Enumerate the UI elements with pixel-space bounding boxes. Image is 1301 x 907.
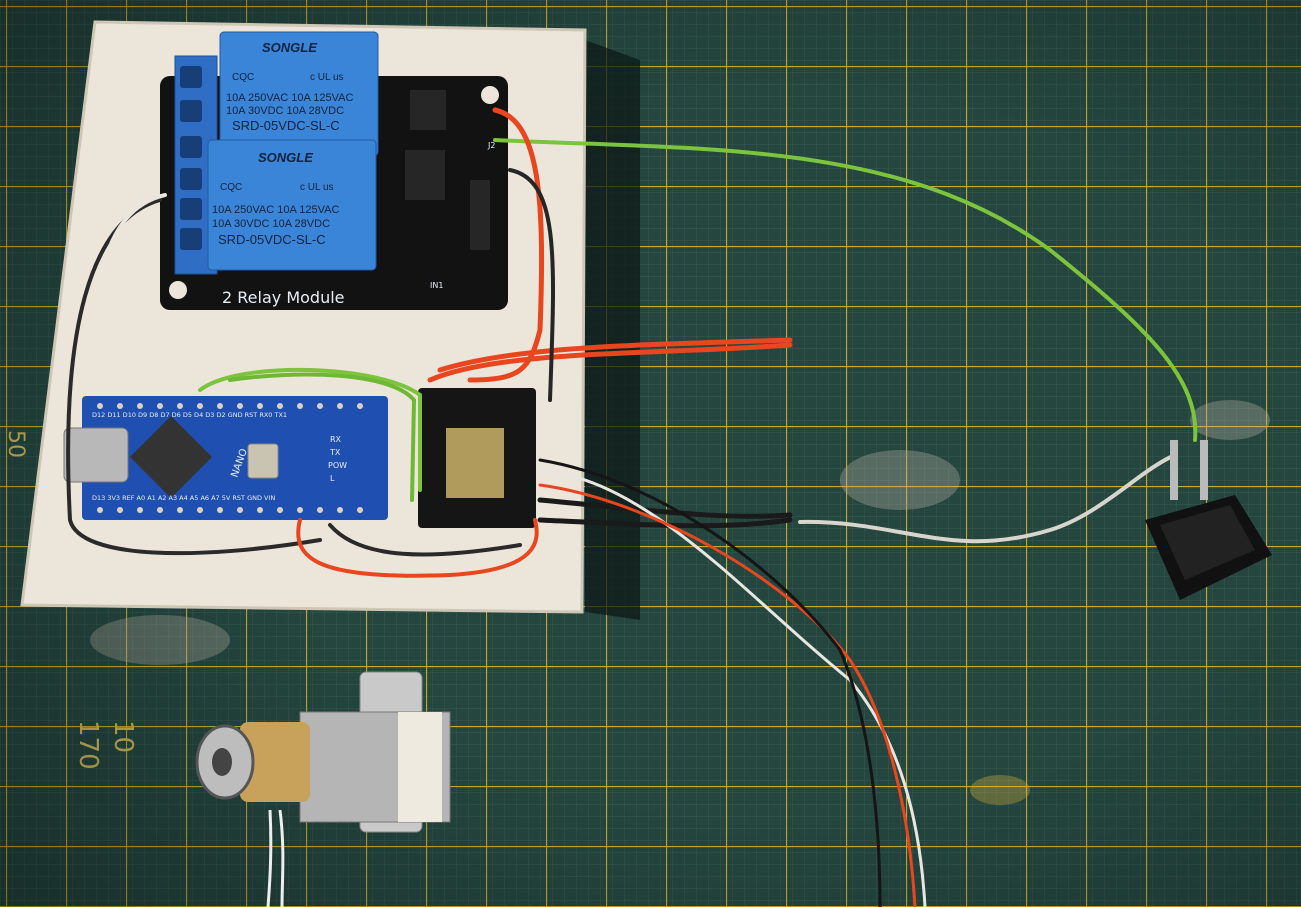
black-wire bbox=[538, 458, 882, 907]
relay-board-label: 2 Relay Module bbox=[222, 288, 345, 307]
red-wire bbox=[538, 483, 917, 907]
red-wire bbox=[427, 342, 793, 383]
white-wire bbox=[538, 468, 927, 907]
relay-cert: CQC bbox=[220, 182, 242, 193]
black-wire-bundle bbox=[537, 517, 793, 529]
relay-brand: SONGLE bbox=[262, 40, 317, 55]
relay-rating: 10A 250VAC 10A 125VAC bbox=[212, 204, 339, 216]
relay-top: SONGLE CQC c UL us 10A 250VAC 10A 125VAC… bbox=[219, 31, 379, 157]
connector-label: J2 bbox=[487, 141, 495, 150]
white-wire bbox=[798, 453, 1177, 544]
relay-cert: c UL us bbox=[300, 182, 334, 193]
relay-cert: c UL us bbox=[310, 72, 344, 83]
led-label-rx: RX bbox=[330, 435, 342, 444]
nano-top-pin-labels: D12 D11 D10 D9 D8 D7 D6 D5 D4 D3 D2 GND … bbox=[92, 411, 287, 419]
relay-bottom: SONGLE CQC c UL us 10A 250VAC 10A 125VAC… bbox=[207, 139, 377, 271]
relay-rating: 10A 30VDC 10A 28VDC bbox=[212, 218, 330, 230]
relay-rating: 10A 250VAC 10A 125VAC bbox=[226, 92, 353, 104]
relay-rating: 10A 30VDC 10A 28VDC bbox=[226, 105, 344, 117]
green-wire-bundle bbox=[198, 367, 422, 492]
relay-model: SRD-05VDC-SL-C bbox=[218, 232, 326, 247]
stepper-driver-board bbox=[418, 388, 536, 528]
red-wire bbox=[467, 107, 545, 383]
stepper-motor-slide bbox=[195, 671, 451, 907]
black-wire bbox=[328, 523, 522, 557]
board-shadow bbox=[585, 40, 640, 620]
led-label-tx: TX bbox=[329, 448, 341, 457]
wires bbox=[66, 107, 1198, 907]
relay-model: SRD-05VDC-SL-C bbox=[232, 118, 340, 133]
black-wire bbox=[66, 198, 322, 556]
green-wire-bundle bbox=[228, 372, 417, 502]
rocker-switch bbox=[1145, 440, 1272, 600]
relay-brand: SONGLE bbox=[258, 150, 313, 165]
relay-module: SONGLE CQC c UL us 10A 250VAC 10A 125VAC… bbox=[160, 31, 508, 310]
led-label-pow: POW bbox=[328, 461, 347, 470]
green-wire bbox=[493, 138, 1198, 442]
usb-c-port bbox=[63, 427, 129, 483]
nano-bottom-pin-labels: D13 3V3 REF A0 A1 A2 A3 A4 A5 A6 A7 5V R… bbox=[92, 494, 275, 502]
reset-button bbox=[247, 443, 279, 479]
red-wire bbox=[437, 337, 793, 373]
arduino-nano: NANO D12 D11 D10 D9 D8 D7 D6 D5 D4 D3 D2… bbox=[63, 396, 388, 520]
red-wire bbox=[296, 518, 539, 578]
white-wire bbox=[94, 193, 167, 382]
black-wire bbox=[508, 168, 556, 402]
led-label-l: L bbox=[330, 474, 335, 483]
relay-cert: CQC bbox=[232, 72, 254, 83]
driver-heatsink bbox=[446, 428, 504, 498]
input-label: IN1 bbox=[430, 281, 443, 290]
